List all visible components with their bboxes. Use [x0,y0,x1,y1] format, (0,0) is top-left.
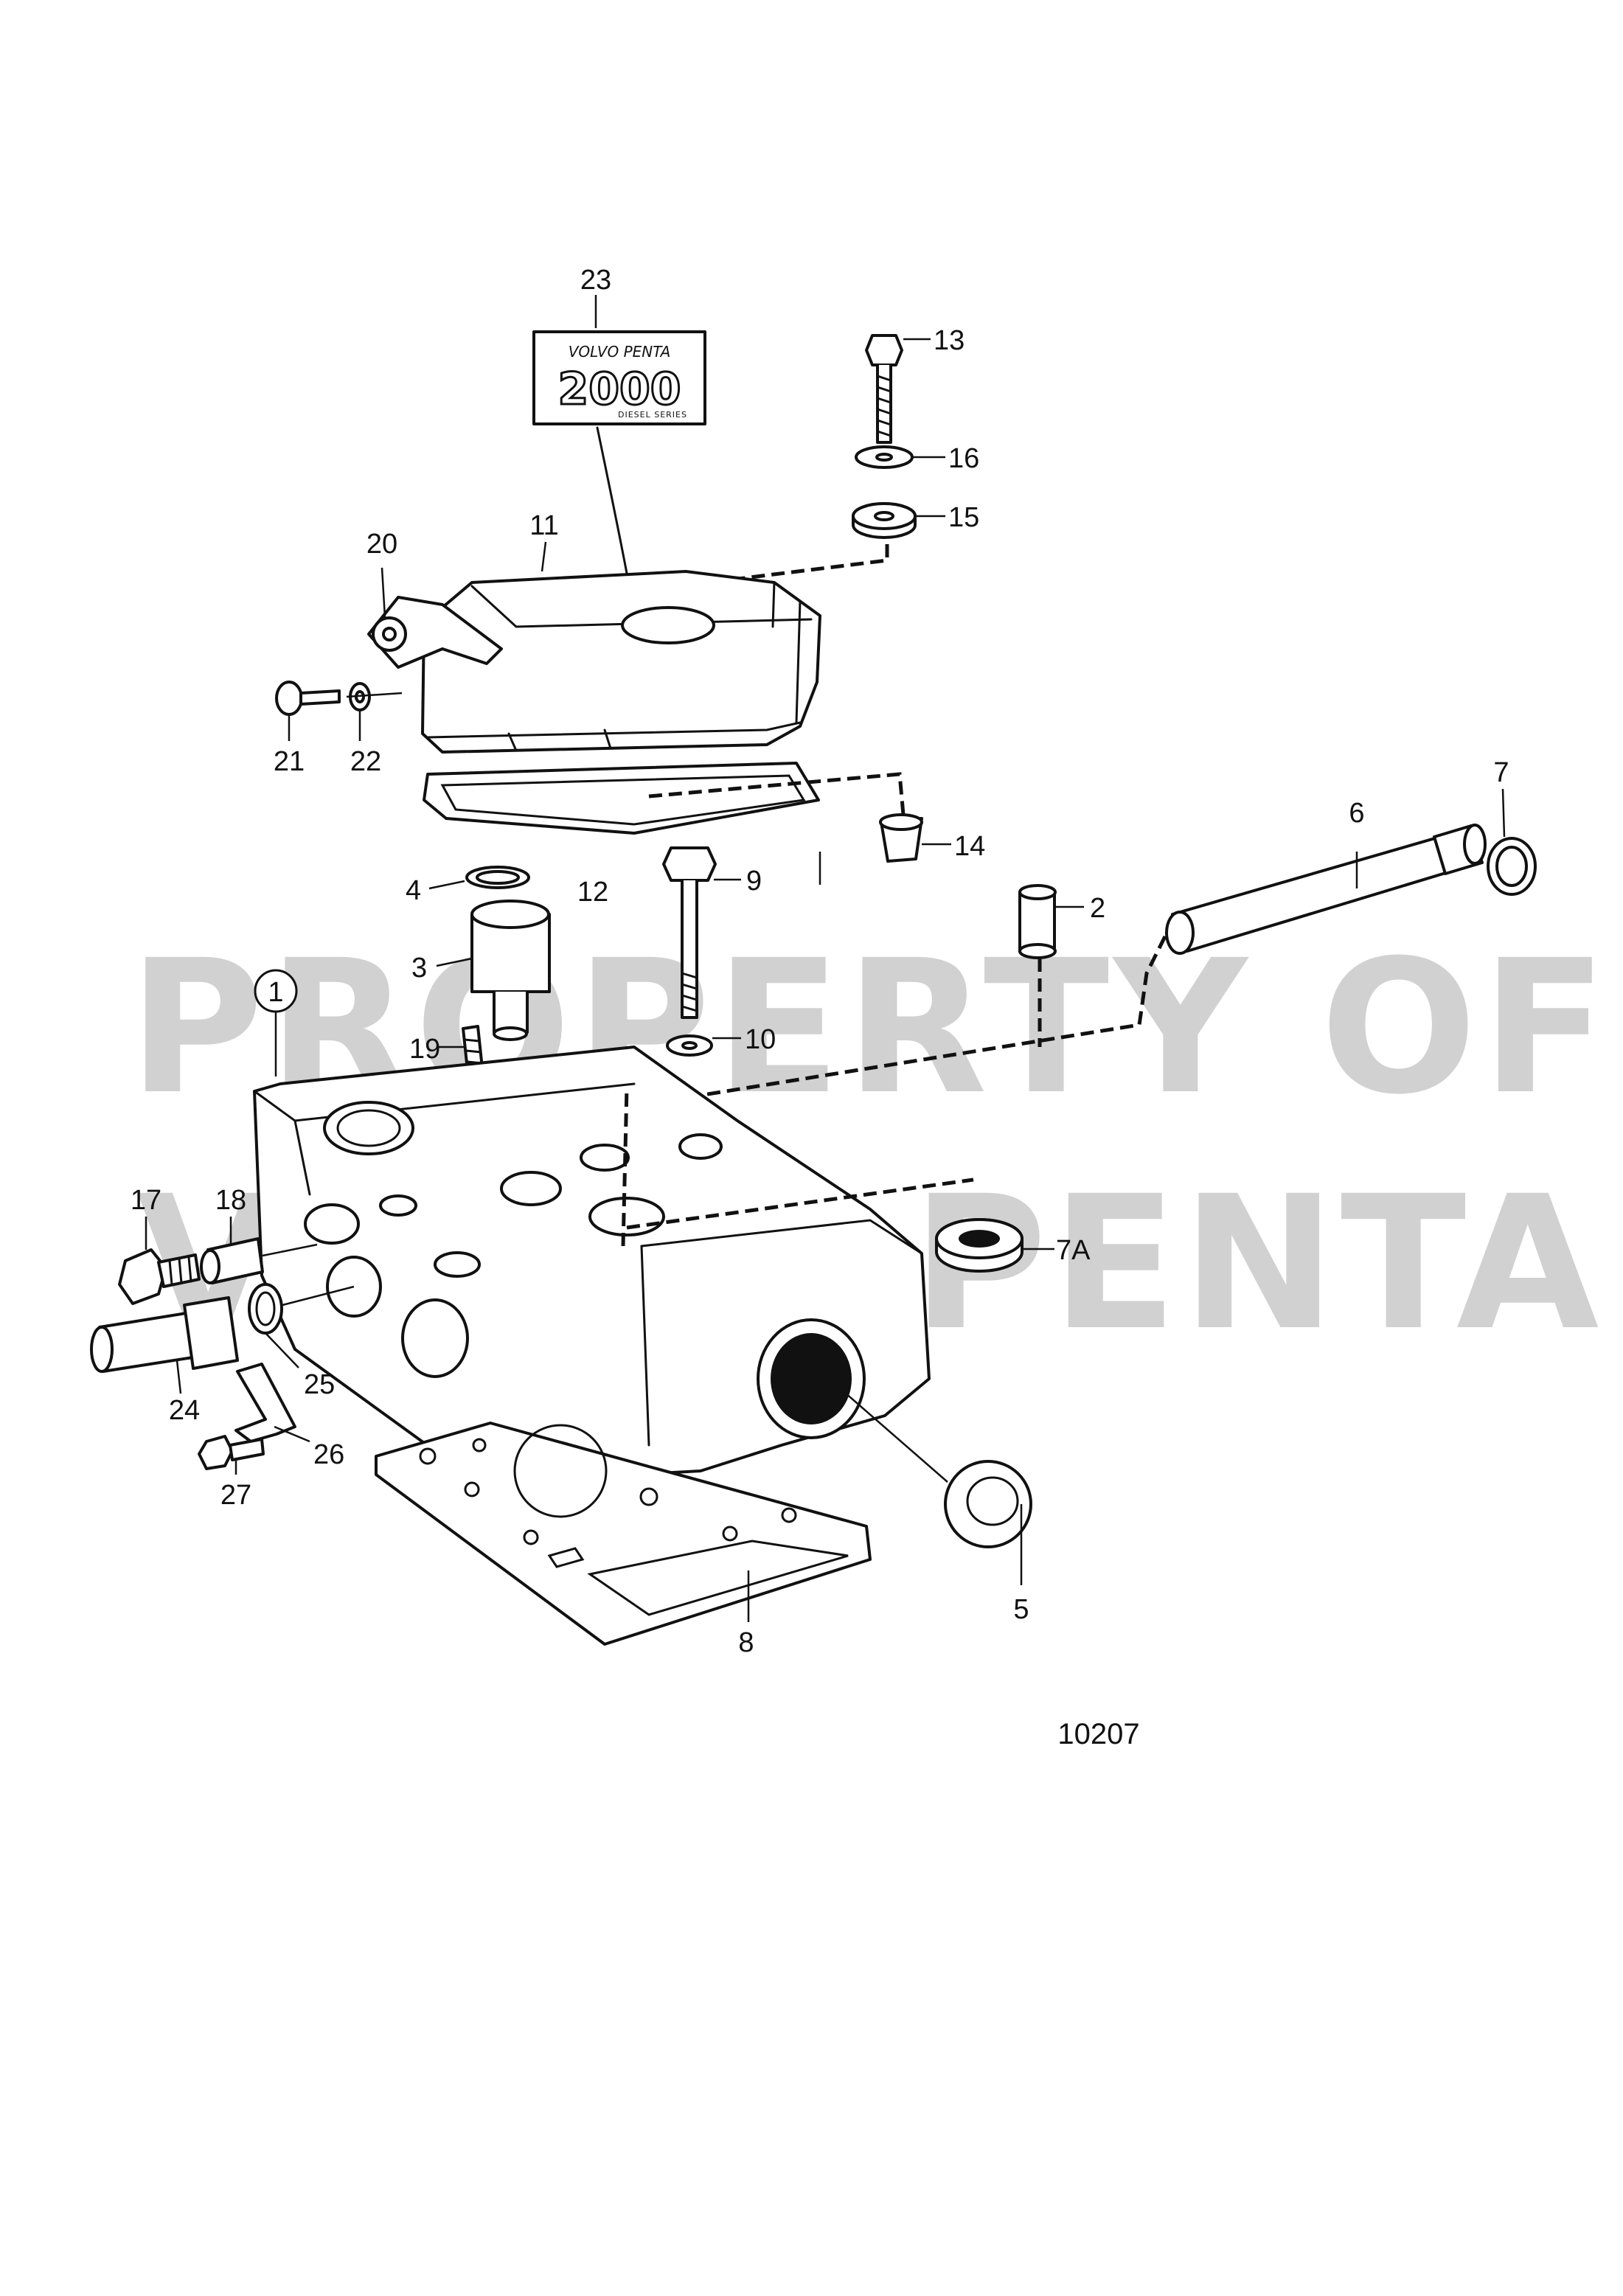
callout-11: 11 [529,510,558,541]
part-20-filler-bracket [367,596,503,669]
callout-7: 7 [1493,757,1509,788]
part-3-injector-sleeve [470,900,551,1041]
part-26-bracket [234,1363,296,1443]
logo-brand: VOLVO PENTA [569,343,671,361]
callout-5: 5 [1013,1594,1029,1625]
part-21-screw [275,681,341,716]
logo-series: DIESEL SERIES [618,410,687,420]
part-2-dowel [1018,884,1057,959]
callout-1-circle [254,969,298,1013]
callout-12: 12 [577,877,608,908]
part-17-plug [118,1248,201,1305]
callout-21: 21 [274,746,305,777]
drawing-number: 10207 [1057,1718,1139,1750]
callout-9: 9 [746,866,762,897]
callout-24: 24 [169,1395,200,1426]
part-24-pipe [90,1296,239,1373]
callout-20: 20 [366,529,397,560]
part-27-screw [198,1435,265,1470]
callout-1: 1 [268,977,283,1008]
part-11-valve-cover [421,570,821,754]
callout-19: 19 [409,1034,440,1065]
part-15-washer [852,502,917,539]
callout-13: 13 [934,325,965,356]
part-6-pipe [1165,824,1487,955]
leader-lines [145,295,1506,1622]
callout-4: 4 [406,875,421,906]
callout-26: 26 [313,1439,344,1470]
callout-8: 8 [738,1627,754,1658]
callout-15: 15 [948,502,979,533]
part-18-sleeve [200,1237,264,1284]
callout-18: 18 [215,1185,246,1216]
callout-14: 14 [954,831,985,862]
part-8-head-gasket [375,1422,872,1646]
callout-27: 27 [220,1480,251,1511]
part-1-cylinder-head [253,1046,974,1476]
part-10-washer [666,1034,713,1057]
callout-23: 23 [580,265,611,296]
part-16-washer [855,445,914,469]
part-12-cover-gasket [423,762,820,835]
part-5-core-plug [944,1460,1032,1548]
callout-2: 2 [1090,893,1105,924]
callout-labels: 1 2 3 4 5 6 7 7A 8 9 10 11 12 13 14 15 1… [131,265,1509,1658]
callout-3: 3 [411,953,427,984]
callout-6: 6 [1349,798,1364,829]
part-9-long-bolt [662,846,717,1019]
part-7-sealing-ring [1487,837,1537,896]
logo-model: 2000 [558,363,681,415]
callout-16: 16 [948,443,979,474]
part-13-bolt [865,334,903,444]
callout-22: 22 [350,746,381,777]
callout-7a: 7A [1056,1235,1091,1266]
part-25-o-ring [248,1283,283,1335]
callout-25: 25 [304,1369,335,1400]
callout-10: 10 [745,1024,776,1055]
part-14-grommet [879,813,923,863]
callout-17: 17 [131,1185,161,1216]
part-4-seal-ring [465,866,530,889]
part-7a-seal-ring [935,1218,1024,1273]
